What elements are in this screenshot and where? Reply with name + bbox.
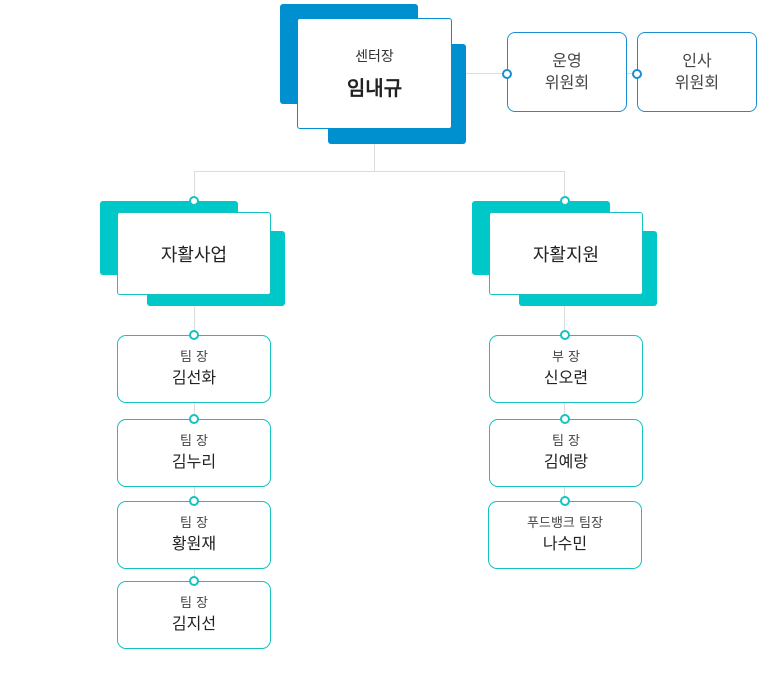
team-connector-dot [189,576,199,586]
dept-self-support-connector-dot [189,196,199,206]
connector-left-drop [194,171,195,201]
team-box: 팀 장 김예랑 [489,419,643,487]
team-name: 김지선 [171,614,217,633]
dept-self-aid-connector-dot [560,196,570,206]
dept-self-support-label: 자활사업 [160,244,228,266]
dept-self-aid-label: 자활지원 [532,244,600,266]
team-name: 나수민 [542,534,588,553]
dept-self-aid-card: 자활지원 [489,212,643,295]
committee-hr: 인사 위원회 [637,32,757,112]
team-box: 팀 장 김지선 [117,581,271,649]
connector-center-to-committees [452,73,507,74]
committee-operation: 운영 위원회 [507,32,627,112]
committee-operation-line2: 위원회 [544,73,590,92]
team-connector-dot [560,496,570,506]
team-connector-dot [560,414,570,424]
team-role: 팀 장 [551,434,581,449]
team-role: 팀 장 [179,516,209,531]
team-box: 팀 장 김누리 [117,419,271,487]
center-head-title: 센터장 [355,49,394,65]
team-role: 푸드뱅크 팀장 [527,516,603,531]
team-role: 팀 장 [179,434,209,449]
dept-self-support-card: 자활사업 [117,212,271,295]
committee-operation-connector-dot [502,69,512,79]
team-box: 팀 장 황원재 [117,501,271,569]
connector-horizontal [194,171,565,172]
team-connector-dot [189,414,199,424]
committee-hr-line1: 인사 [682,51,712,70]
team-role: 부 장 [551,350,581,365]
committee-operation-line1: 운영 [552,51,582,70]
center-head-name: 임내규 [346,76,403,100]
team-name: 신오련 [543,368,589,387]
team-box: 부 장 신오련 [489,335,643,403]
team-connector-dot [189,330,199,340]
team-name: 김선화 [171,368,217,387]
team-box: 푸드뱅크 팀장 나수민 [488,501,642,569]
connector-right-drop [564,171,565,201]
committee-hr-connector-dot [632,69,642,79]
team-box: 팀 장 김선화 [117,335,271,403]
team-connector-dot [189,496,199,506]
team-name: 황원재 [171,534,217,553]
connector-center-down [374,144,375,171]
team-name: 김예랑 [543,452,589,471]
team-role: 팀 장 [179,596,209,611]
team-role: 팀 장 [179,350,209,365]
center-head-card: 센터장 임내규 [297,18,452,129]
committee-hr-line2: 위원회 [674,73,720,92]
team-connector-dot [560,330,570,340]
team-name: 김누리 [171,452,217,471]
